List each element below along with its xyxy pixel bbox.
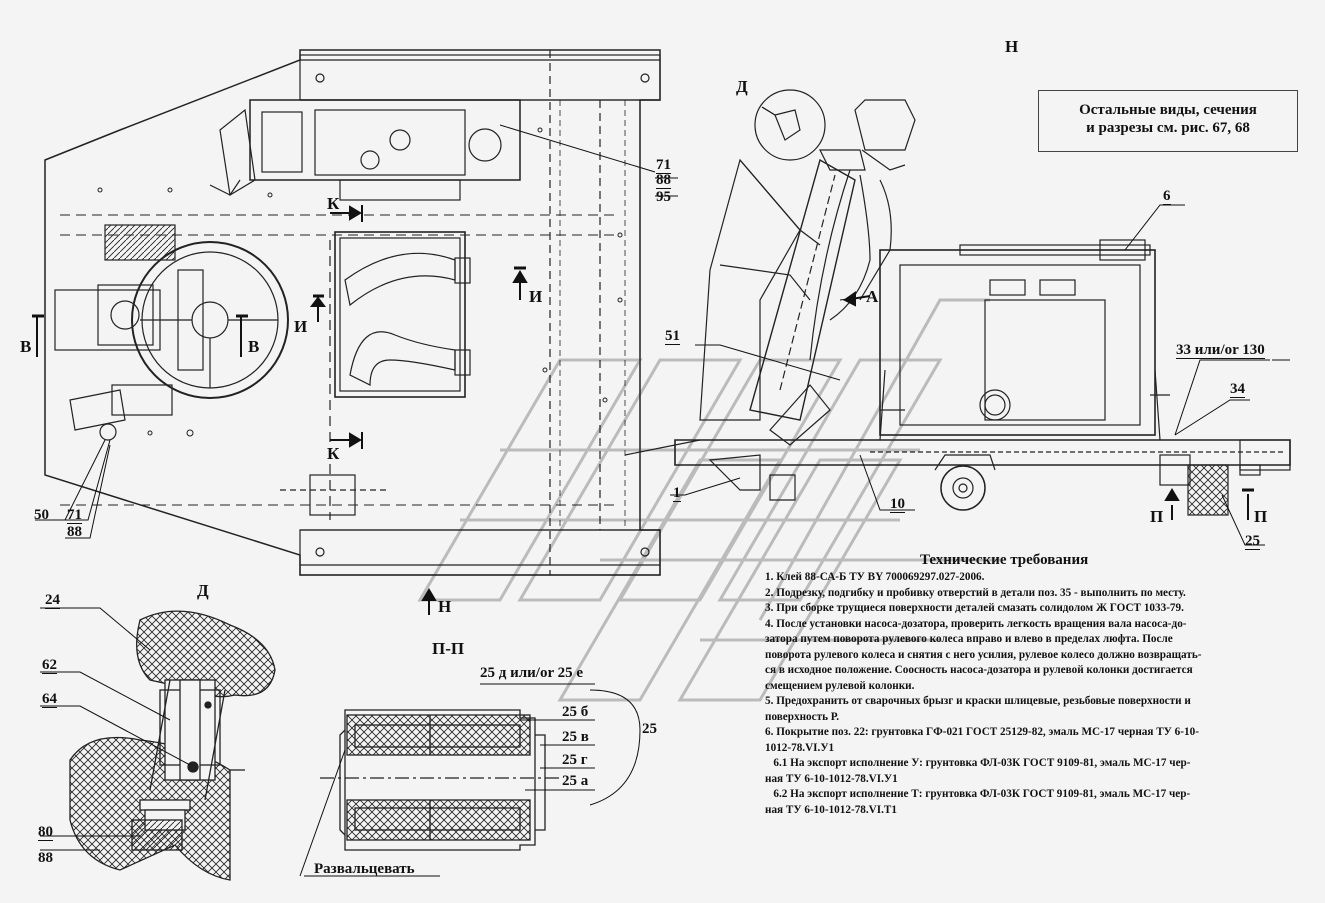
callout-25b: 25 б <box>562 704 589 720</box>
view-arrows-side <box>761 106 1254 520</box>
callout-88c: 88 <box>38 850 53 866</box>
tech-requirements: 1. Клей 88-СА-Б ТУ BY 700069297.027-2006… <box>765 570 1285 818</box>
callout-25g: 25 г <box>562 752 588 768</box>
callout-95: 95 <box>656 189 671 205</box>
tech-line: 2. Подрезку, подгибку и пробивку отверст… <box>765 586 1186 599</box>
side-view <box>624 89 1291 516</box>
leader-lines <box>35 124 1290 546</box>
note-line-2: и разрезы см. рис. 67, 68 <box>1086 120 1250 136</box>
tech-line: ная ТУ 6-10-1012-78.VI.Т1 <box>765 803 897 816</box>
mark-a: А <box>866 287 879 306</box>
tech-line: 4. После установки насоса-дозатора, пров… <box>765 617 1187 630</box>
note-line-1: Остальные виды, сечения <box>1079 102 1257 118</box>
tech-line: поворота рулевого колеса и снятия с него… <box>765 648 1202 661</box>
rolling-note: Развальцевать <box>314 861 415 877</box>
callout-71b: 71 <box>67 507 82 524</box>
mark-k-top: К <box>327 194 340 213</box>
section-pp-leaders <box>299 683 641 877</box>
detail-d <box>69 610 276 881</box>
tech-line: поверхность Р. <box>765 710 840 723</box>
callout-10: 10 <box>890 496 905 513</box>
callout-80: 80 <box>38 824 53 841</box>
mark-k-bottom: К <box>327 444 340 463</box>
section-pp <box>320 709 560 851</box>
detail-d-title: Д <box>197 581 209 600</box>
callout-25a: 25 а <box>562 773 589 789</box>
callout-64: 64 <box>42 691 57 708</box>
mark-b-left: В <box>20 337 32 356</box>
tech-line: 1. Клей 88-СА-Б ТУ BY 700069297.027-2006… <box>765 571 985 583</box>
tech-requirements-title: Технические требования <box>920 552 1089 568</box>
mark-i-left: И <box>294 317 308 336</box>
section-pp-title: П-П <box>432 639 465 658</box>
callout-24: 24 <box>45 592 60 609</box>
callout-88: 88 <box>656 172 671 189</box>
callout-88b: 88 <box>67 524 82 540</box>
tech-line: 6. Покрытие поз. 22: грунтовка ГФ-021 ГО… <box>765 726 1199 738</box>
mark-i-right: И <box>529 287 543 306</box>
tech-line: 6.1 На экспорт исполнение У: грунтовка Ф… <box>765 757 1191 769</box>
callout-6: 6 <box>1163 188 1171 205</box>
tech-line: смещением рулевой колонки. <box>765 679 915 692</box>
callout-1: 1 <box>673 485 681 502</box>
mark-p-right: П <box>1254 507 1268 526</box>
mark-n-bottom: Н <box>438 597 452 616</box>
callout-71: 71 <box>656 157 671 174</box>
callout-25de: 25 д или/or 25 е <box>480 665 584 681</box>
callout-25v: 25 в <box>562 729 589 745</box>
tech-line: затора путем поворота рулевого колеса вп… <box>765 633 1173 645</box>
section-arrows <box>32 205 528 615</box>
callout-25: 25 <box>1245 533 1260 550</box>
view-label: Н <box>1005 37 1019 56</box>
callout-51: 51 <box>665 328 680 345</box>
callout-33: 33 или/or 130 <box>1176 342 1265 359</box>
detail-d-leaders <box>40 607 191 851</box>
top-view <box>44 49 661 576</box>
tech-line: ная ТУ 6-10-1012-78.VI.У1 <box>765 772 898 785</box>
mark-d-top: Д <box>736 77 748 96</box>
callout-62: 62 <box>42 657 57 674</box>
callout-25-group: 25 <box>642 721 657 737</box>
tech-line: ся в исходное положение. Соосность насос… <box>765 664 1193 676</box>
callout-50: 50 <box>34 507 49 523</box>
tech-line: 1012-78.VI.У1 <box>765 741 835 754</box>
tech-line: 6.2 На экспорт исполнение Т: грунтовка Ф… <box>765 788 1191 800</box>
mark-b-right: В <box>248 337 260 356</box>
mark-p-left: П <box>1150 507 1164 526</box>
callout-34: 34 <box>1230 381 1245 398</box>
note-box: Остальные виды, сечения и разрезы см. ри… <box>1038 90 1298 152</box>
tech-line: 3. При сборке трущиеся поверхности детал… <box>765 602 1184 614</box>
tech-line: 5. Предохранить от сварочных брызг и кра… <box>765 695 1191 707</box>
